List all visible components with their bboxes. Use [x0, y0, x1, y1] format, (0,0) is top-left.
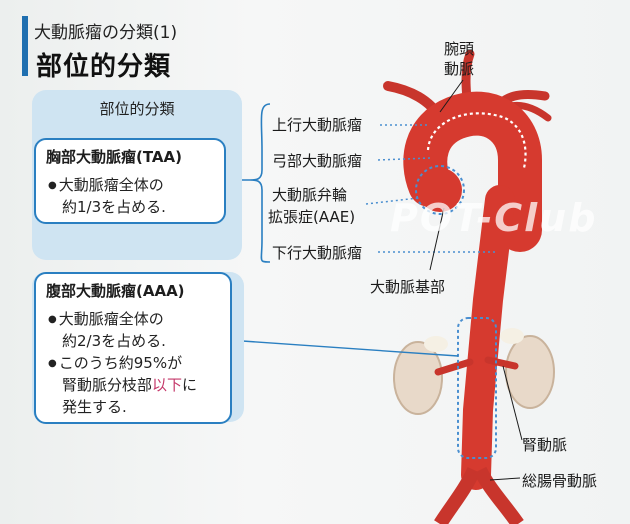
label-arch: 弓部大動脈瘤: [272, 152, 363, 170]
aaa-line-4: 腎動脈分枝部以下に: [62, 374, 197, 395]
aaa-line-4-pre: 腎動脈分枝部: [62, 376, 153, 394]
page-subtitle: 大動脈瘤の分類(1): [34, 23, 178, 43]
leader-brachiocephalic: [439, 79, 464, 113]
taa-heading: 胸部大動脈瘤(TAA): [46, 148, 182, 166]
page-title: 部位的分類: [36, 52, 172, 82]
right-adrenal: [500, 328, 524, 344]
taa-line-1: 大動脈瘤全体の: [48, 174, 164, 195]
left-adrenal: [424, 336, 448, 352]
watermark: POT-Club: [390, 196, 598, 240]
left-iliac: [434, 467, 481, 524]
taa-card: 胸部大動脈瘤(TAA) 大動脈瘤全体の 約1/3を占める.: [34, 138, 226, 224]
label-iliac: 総腸骨動脈: [522, 472, 598, 490]
root-dotted-outline: [415, 165, 465, 215]
annotation-brace: [249, 103, 271, 263]
right-renal-artery: [484, 356, 519, 370]
leader-iliac: [489, 477, 521, 481]
left-renal-artery: [434, 358, 474, 376]
leader-root: [429, 207, 445, 271]
descending-aorta: [461, 185, 515, 490]
label-renal: 腎動脈: [522, 436, 568, 454]
aortic-root: [418, 168, 462, 212]
label-brachiocephalic-2: 動脈: [444, 60, 475, 78]
taa-line-2: 約1/3を占める.: [62, 198, 166, 216]
label-root: 大動脈基部: [370, 278, 446, 296]
aaa-line-2: 約2/3を占める.: [62, 332, 166, 350]
leader-annulo: [365, 197, 419, 205]
aaa-heading: 腹部大動脈瘤(AAA): [46, 282, 185, 300]
label-annulo-1: 大動脈弁輪: [272, 186, 348, 204]
aaa-line-5: 発生する.: [62, 398, 127, 416]
label-brachiocephalic-1: 腕頭: [444, 40, 475, 58]
panel-title: 部位的分類: [99, 100, 175, 118]
arch-dotted-outline: [426, 112, 527, 169]
right-iliac: [473, 466, 524, 524]
leader-renal: [502, 365, 523, 441]
right-kidney: [505, 335, 555, 409]
aaa-card: 腹部大動脈瘤(AAA) 大動脈瘤全体の 約2/3を占める. このうち約95%が …: [34, 272, 232, 424]
aaa-line-1: 大動脈瘤全体の: [48, 308, 164, 329]
abdominal-dotted-outline: [457, 317, 497, 459]
title-accent-bar: [22, 16, 28, 76]
leader-arch: [377, 157, 431, 161]
label-ascending: 上行大動脈瘤: [272, 116, 363, 134]
label-descending: 下行大動脈瘤: [272, 244, 363, 262]
aaa-line-3: このうち約95%が: [48, 352, 182, 373]
connector-aaa: [227, 339, 459, 357]
aaa-line-4-highlight: 以下: [152, 376, 183, 394]
left-kidney: [393, 341, 443, 415]
aaa-line-4-post: に: [182, 376, 198, 394]
label-annulo-2: 拡張症(AAE): [268, 208, 356, 226]
